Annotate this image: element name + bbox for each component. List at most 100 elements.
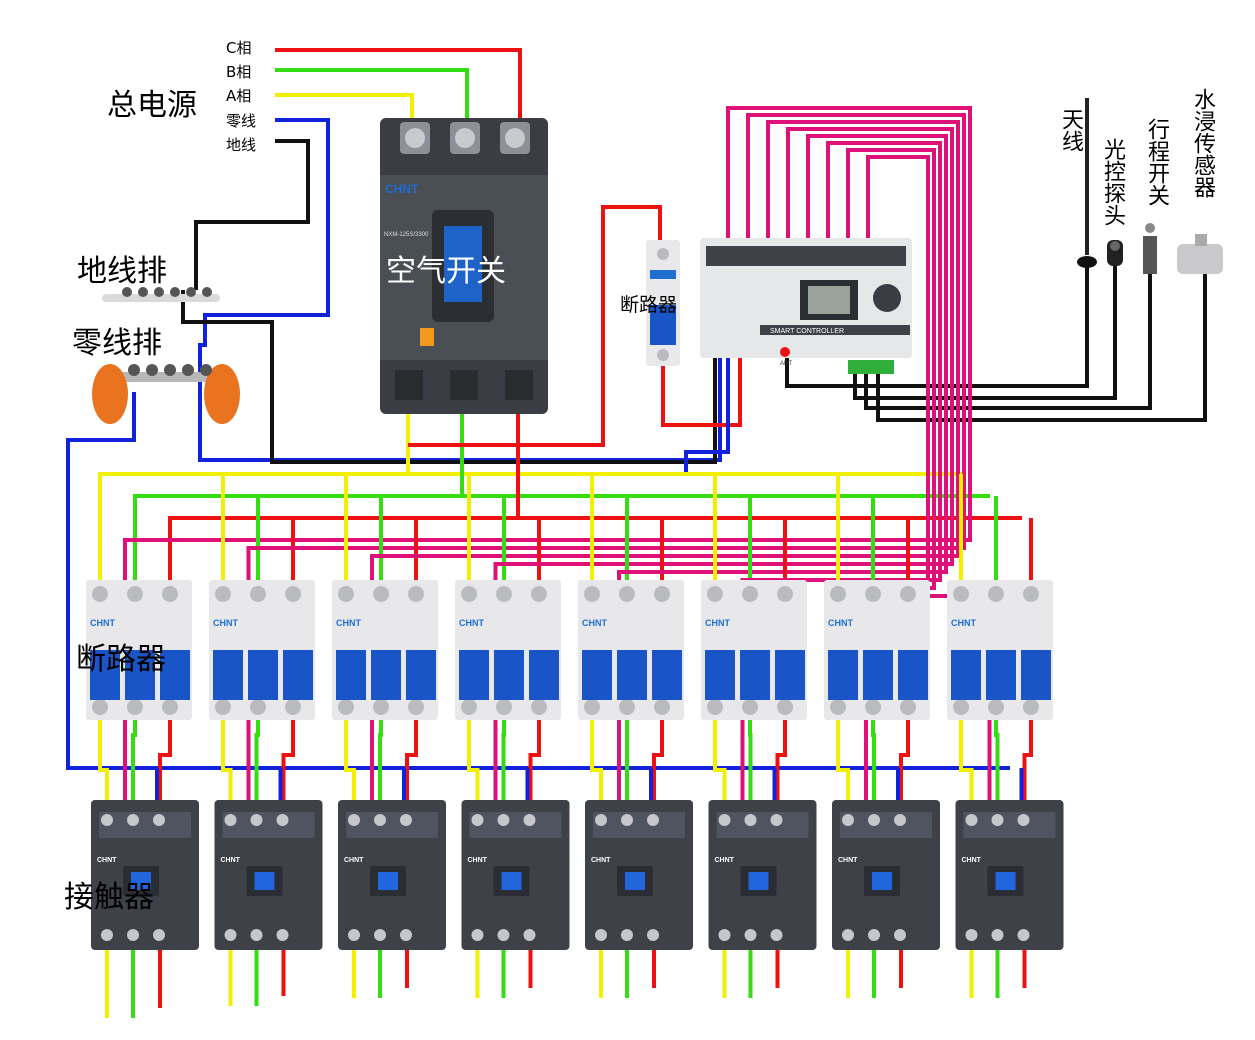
neutral-bar-label: 零线排 bbox=[72, 326, 162, 361]
breaker-3: CHNT bbox=[332, 580, 438, 720]
contactor-2: CHNT bbox=[214, 800, 323, 950]
breaker-brand-3: CHNT bbox=[336, 618, 361, 628]
controller-caption: SMART CONTROLLER bbox=[770, 328, 844, 335]
breaker-8: CHNT bbox=[947, 580, 1053, 720]
contactor-feed-c-3 bbox=[405, 715, 418, 800]
contactors-label: 接触器 bbox=[64, 880, 154, 915]
phase-b-label: B相 bbox=[226, 63, 252, 81]
air-switch-model: NXM-125S/3300 bbox=[384, 232, 429, 238]
breaker-5: CHNT bbox=[578, 580, 684, 720]
breaker-brand-5: CHNT bbox=[582, 618, 607, 628]
breaker-brand-2: CHNT bbox=[213, 618, 238, 628]
antenna-label: 天线 bbox=[1058, 108, 1083, 152]
neutral-label: 零线 bbox=[226, 112, 257, 130]
devices: CHNT NXM-125S/3300 SMART CONTROLLER ANT bbox=[86, 98, 1223, 950]
contactor-row: CHNT CHNT CHNT CHNT CHNT CHNT CHNT CHNT bbox=[91, 800, 1064, 950]
contactor-feed-c-4 bbox=[528, 715, 541, 800]
phase-a-bus bbox=[98, 390, 410, 590]
breaker-brand-4: CHNT bbox=[459, 618, 484, 628]
water-sensor-wire bbox=[876, 274, 1207, 422]
contactor-brand-5: CHNT bbox=[591, 857, 611, 864]
breaker-2: CHNT bbox=[209, 580, 315, 720]
contactor-brand-6: CHNT bbox=[715, 857, 735, 864]
neutral-bar bbox=[92, 364, 240, 424]
contactor-brand-2: CHNT bbox=[221, 857, 241, 864]
contactor-feed-c-6 bbox=[775, 715, 787, 800]
control-breaker-feed bbox=[408, 205, 662, 447]
light-sensor-label: 光控探头 bbox=[1100, 138, 1125, 226]
contactor-feed-b-8 bbox=[994, 715, 1000, 800]
contactor-feed-a-3 bbox=[344, 715, 356, 800]
contactor-feed-b-1 bbox=[131, 715, 137, 800]
contactor-brand-3: CHNT bbox=[344, 857, 364, 864]
contactor-feed-c-8 bbox=[1022, 715, 1033, 800]
breaker-6: CHNT bbox=[701, 580, 807, 720]
contactor-brand-1: CHNT bbox=[97, 857, 117, 864]
control-neutral bbox=[684, 350, 730, 472]
contactor-feed-a-2 bbox=[221, 715, 233, 800]
small-breaker-label: 断路器 bbox=[620, 294, 678, 316]
breaker-brand-1: CHNT bbox=[90, 618, 115, 628]
main-power-label: 总电源 bbox=[107, 88, 197, 123]
contactor-feed-a-8 bbox=[959, 715, 974, 800]
water-sensor-label: 水浸传感器 bbox=[1190, 88, 1215, 198]
ground-bar bbox=[102, 287, 220, 302]
ground-supply-wire bbox=[194, 139, 310, 290]
contactor-8: CHNT bbox=[955, 800, 1064, 950]
small-breaker bbox=[646, 240, 680, 366]
ground-bar-wire bbox=[181, 290, 717, 464]
contactor-feed-a-4 bbox=[467, 715, 480, 800]
air-switch-brand: CHNT bbox=[385, 182, 419, 196]
phase-b-supply-wire bbox=[275, 68, 469, 122]
contactor-feed-c-5 bbox=[652, 715, 664, 800]
contactor-feed-c-7 bbox=[899, 715, 910, 800]
contactor-4: CHNT bbox=[461, 800, 570, 950]
contactor-7: CHNT bbox=[832, 800, 940, 950]
phase-a-label: A相 bbox=[226, 87, 252, 105]
breakers-label: 断路器 bbox=[76, 642, 166, 677]
ant-label: ANT bbox=[780, 361, 792, 367]
air-switch: CHNT NXM-125S/3300 bbox=[380, 118, 548, 414]
contactor-brand-4: CHNT bbox=[468, 857, 488, 864]
phase-b-bus bbox=[133, 390, 464, 590]
air-switch-label: 空气开关 bbox=[386, 254, 506, 289]
limit-switch-icon bbox=[1143, 223, 1157, 274]
contactor-feed-b-2 bbox=[254, 715, 260, 800]
antenna-wire bbox=[785, 262, 1089, 388]
contactor-feed-b-6 bbox=[748, 715, 753, 800]
breaker-brand-8: CHNT bbox=[951, 618, 976, 628]
breaker-4: CHNT bbox=[455, 580, 561, 720]
breaker-brand-7: CHNT bbox=[828, 618, 853, 628]
breaker-7: CHNT bbox=[824, 580, 930, 720]
breaker-1: CHNT bbox=[86, 580, 192, 720]
contactor-feed-c-2 bbox=[281, 715, 295, 800]
ground-bar-label: 地线排 bbox=[77, 254, 167, 289]
contactor-brand-7: CHNT bbox=[838, 857, 858, 864]
antenna-icon bbox=[1077, 98, 1097, 268]
contactor-1: CHNT bbox=[91, 800, 199, 950]
breaker-brand-6: CHNT bbox=[705, 618, 730, 628]
contactor-5: CHNT bbox=[585, 800, 693, 950]
limit-switch-wire bbox=[864, 274, 1152, 410]
light-sensor-wire bbox=[853, 266, 1117, 400]
contactor-6: CHNT bbox=[708, 800, 817, 950]
contactor-feed-c-1 bbox=[158, 715, 172, 800]
contactor-feed-a-6 bbox=[713, 715, 727, 800]
phase-a-supply-wire bbox=[275, 93, 414, 122]
phase-c-supply-wire bbox=[275, 48, 522, 122]
contactor-feed-a-1 bbox=[98, 715, 109, 800]
water-sensor-icon bbox=[1177, 234, 1223, 274]
contactor-3: CHNT bbox=[338, 800, 446, 950]
contactor-feed-b-4 bbox=[501, 715, 506, 800]
limit-switch-label: 行程开关 bbox=[1144, 118, 1169, 206]
control-breaker-out bbox=[661, 350, 742, 427]
contactor-feed-b-3 bbox=[378, 715, 383, 800]
contactor-feed-a-7 bbox=[836, 715, 850, 800]
contactor-brand-8: CHNT bbox=[962, 857, 982, 864]
breaker-row: CHNT CHNT CHNT CHNT CHNT CHNT CHNT CHNT bbox=[86, 580, 1053, 720]
phase-c-label: C相 bbox=[226, 39, 252, 57]
smart-controller: SMART CONTROLLER ANT bbox=[700, 238, 912, 374]
light-sensor-icon bbox=[1107, 240, 1123, 266]
contactor-feed-a-5 bbox=[590, 715, 603, 800]
